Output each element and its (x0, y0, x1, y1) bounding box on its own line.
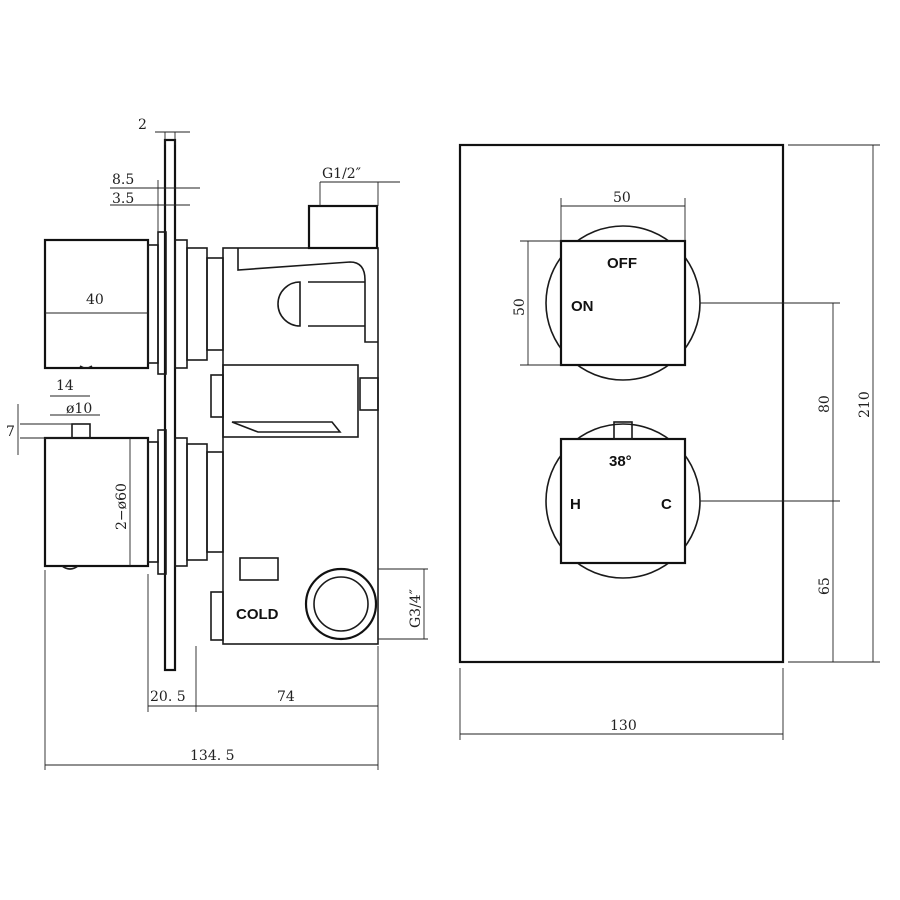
lower-spindle-nut (206, 451, 224, 553)
lower-escutcheon (174, 437, 188, 567)
upper-knob (559, 239, 687, 367)
dim-pin-height: 7 (6, 424, 15, 440)
on-label: ON (571, 298, 594, 315)
valve-body (222, 247, 379, 645)
dim-plate-width: 130 (610, 718, 637, 734)
dim-inlet-top: G1/2″ (322, 166, 361, 182)
front-dimensions: 50 50 80 65 210 130 (459, 144, 880, 740)
dim-inlet-side: G3/4″ (408, 589, 424, 628)
upper-handle-flange (157, 231, 167, 375)
cold-side-label: C (661, 496, 672, 513)
cold-label: COLD (236, 606, 279, 623)
upper-spindle-nut (206, 257, 224, 351)
safety-stop-button (613, 421, 633, 440)
cold-inlet-outer (304, 567, 378, 641)
hot-label: H (570, 496, 581, 513)
lower-grub-screw (61, 565, 79, 570)
dim-handle-length: 40 (86, 292, 104, 308)
upper-handle (43, 238, 150, 370)
dim-handle-width: 50 (613, 190, 631, 206)
side-dimensions: 2 8.5 3.5 G1/2″ 40 14 ø10 7 2−ø60 (6, 117, 428, 770)
dim-offset-b: 3.5 (112, 191, 134, 207)
upper-grub-screw (79, 365, 93, 369)
upper-spindle-sleeve (186, 247, 208, 361)
cold-inlet-inner (313, 576, 369, 632)
front-plate (458, 143, 785, 664)
lower-knob (559, 437, 687, 565)
dim-plate-thickness: 2 (138, 117, 147, 133)
dim-centers: 80 (817, 395, 833, 413)
lower-spindle-sleeve (186, 443, 208, 561)
lower-handle (43, 436, 150, 568)
dim-bottom-offset: 65 (817, 577, 833, 595)
front-view: OFF ON 38° H C 50 50 80 65 2 (458, 143, 880, 740)
upper-handle-collar (147, 244, 159, 364)
wall-plate (163, 138, 177, 672)
outlet-pipe (237, 248, 378, 343)
top-outlet (307, 204, 379, 250)
upper-fixing-nut (210, 374, 224, 418)
temp-label: 38° (609, 453, 632, 470)
dim-pin-offset: 14 (56, 378, 74, 394)
upper-escutcheon (174, 239, 188, 369)
dim-plate-height: 210 (857, 391, 873, 418)
dim-depth-front: 20. 5 (150, 689, 186, 705)
dim-total-depth: 134. 5 (190, 748, 235, 764)
side-view: COLD 2 8.5 3.5 G1/2″ 40 14 ø10 (6, 117, 428, 770)
internal-channel (231, 421, 342, 433)
lower-handle-flange (157, 429, 167, 575)
lower-handle-pin (71, 423, 91, 439)
dim-depth-body: 74 (277, 689, 295, 705)
dim-handle-diameter: 2−ø60 (114, 483, 130, 530)
mixer-block (239, 557, 279, 581)
off-label: OFF (607, 255, 637, 272)
dim-offset-a: 8.5 (112, 172, 134, 188)
outlet-pipe-section (277, 281, 301, 327)
lower-handle-collar (147, 441, 159, 563)
side-port (359, 377, 379, 411)
dim-pin-diameter: ø10 (66, 401, 92, 417)
dim-handle-height: 50 (512, 298, 528, 316)
lower-fixing-nut (210, 591, 224, 641)
